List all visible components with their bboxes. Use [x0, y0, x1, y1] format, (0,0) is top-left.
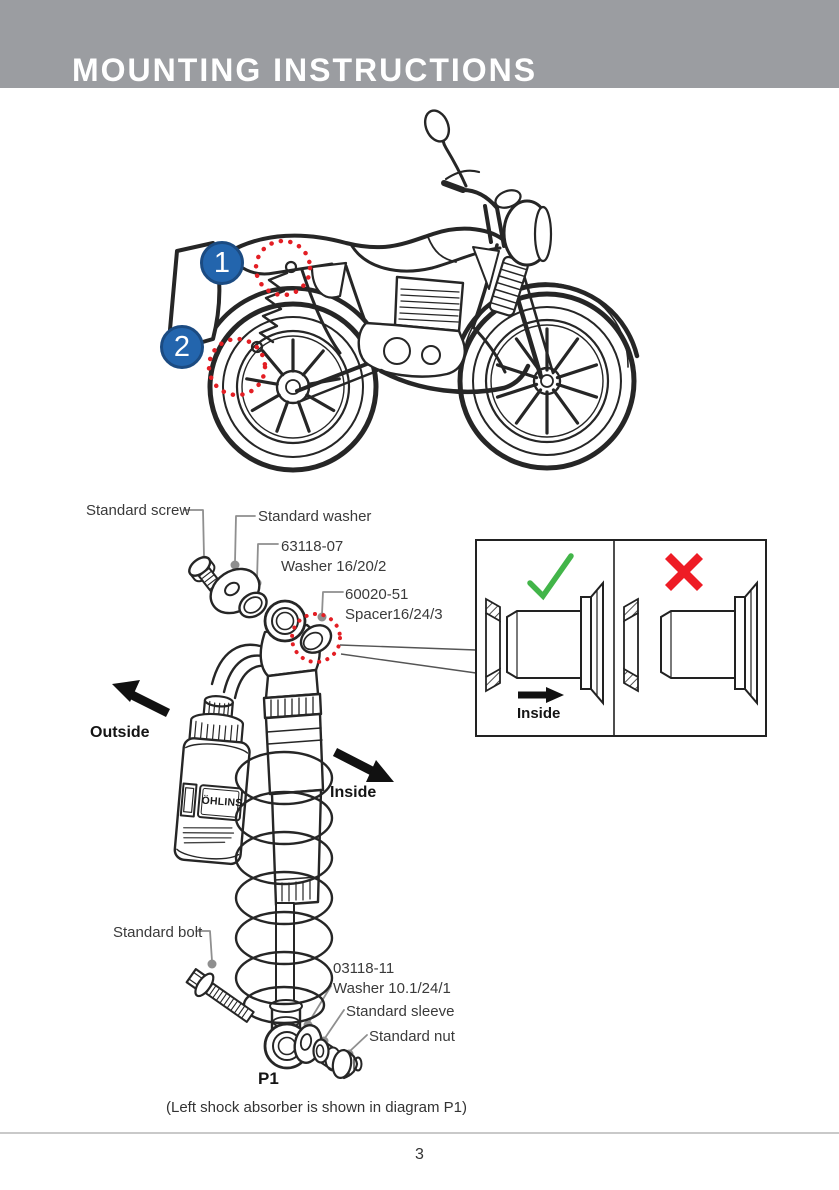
- cross-icon: [664, 552, 704, 592]
- reservoir-part: [173, 695, 251, 866]
- orientation-inset-box: [475, 539, 767, 737]
- washer-10-part-name: Washer 10.1/24/1: [333, 979, 451, 997]
- footer-divider: [0, 1132, 839, 1134]
- standard-nut-part: [331, 1048, 363, 1080]
- standard-bolt-part: [185, 968, 255, 1023]
- page-title: MOUNTING INSTRUCTIONS: [72, 52, 538, 88]
- inset-inside-label: Inside: [517, 705, 561, 722]
- spacer-marker: [290, 612, 342, 664]
- diagram-ref-label: P1: [258, 1069, 279, 1088]
- check-icon: [527, 553, 574, 601]
- inset-inside-arrow-icon: [518, 687, 564, 703]
- header-band: [0, 0, 839, 88]
- spacer-part-number: 60020-51: [345, 586, 409, 603]
- inset-spacer-correct: [485, 597, 501, 693]
- inside-arrow-icon: [332, 747, 394, 782]
- inside-label: Inside: [330, 784, 377, 801]
- spacer-part-name: Spacer16/24/3: [345, 605, 443, 623]
- inset-spacer-wrong: [623, 597, 639, 693]
- standard-nut-label: Standard nut: [369, 1028, 455, 1045]
- inset-connector-lines: [339, 644, 477, 674]
- inset-bushing-right: [660, 580, 758, 706]
- outside-label: Outside: [90, 724, 150, 741]
- standard-sleeve-label: Standard sleeve: [346, 1003, 455, 1020]
- washer-16-part-number: 63118-07: [281, 538, 344, 555]
- washer-16-part-name: Washer 16/20/2: [281, 557, 387, 575]
- caption-text: (Left shock absorber is shown in diagram…: [166, 1099, 467, 1116]
- outside-arrow-icon: [112, 680, 171, 718]
- leader-lines: [183, 509, 368, 1052]
- washer-16-label: 63118-07 Washer 16/20/2: [281, 537, 386, 576]
- callout-1: 1: [200, 241, 244, 285]
- washer-10-label: 03118-11 Washer 10.1/24/1: [333, 959, 451, 998]
- inset-bushing-left: [506, 580, 604, 706]
- callout-2: 2: [160, 325, 204, 369]
- page-number: 3: [415, 1146, 424, 1163]
- spring-coils: [234, 750, 334, 1025]
- mount-marker-2: [206, 336, 268, 398]
- mount-marker-1: [253, 238, 313, 298]
- standard-bolt-label: Standard bolt: [113, 924, 203, 941]
- standard-screw-label: Standard screw: [86, 502, 191, 519]
- washer-10-part-number: 03118-11: [333, 960, 395, 977]
- spacer-label: 60020-51 Spacer16/24/3: [345, 585, 443, 624]
- brand-label: ÖHLINS: [201, 794, 243, 810]
- motorcycle-drawing: [166, 109, 640, 473]
- shock-absorber-drawing: [173, 509, 368, 1080]
- washer-16-part: [238, 591, 268, 619]
- spacer-part: [299, 624, 333, 654]
- standard-washer-label: Standard washer: [258, 508, 372, 525]
